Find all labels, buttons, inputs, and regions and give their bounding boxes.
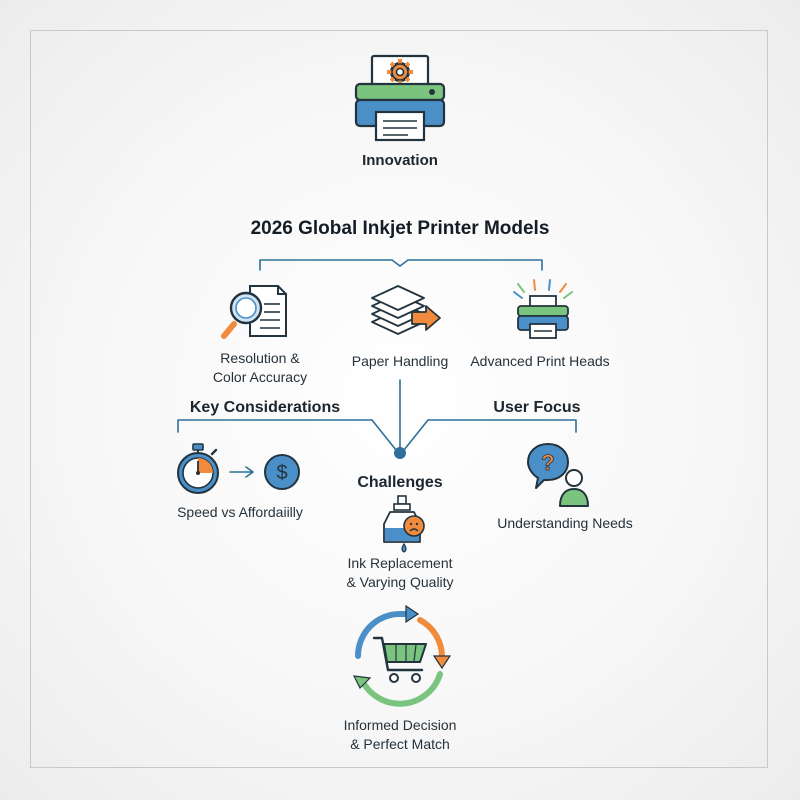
magnifier-document-icon	[221, 285, 287, 339]
ink-drop-sad-icon	[383, 495, 425, 553]
heading-user-focus: User Focus	[493, 399, 581, 416]
dollar-coin-icon: $	[264, 454, 300, 490]
junction-dot	[394, 447, 406, 459]
printer-sparks-icon	[513, 279, 573, 339]
stopwatch-icon	[177, 443, 219, 494]
feature-bracket	[259, 259, 543, 271]
question-person-icon: ?	[527, 443, 589, 507]
label-ink-replacement: Ink Replacement & Varying Quality	[346, 555, 454, 590]
heading-key-considerations: Key Considerations	[189, 399, 341, 416]
paper-stack-arrow-icon	[371, 285, 441, 335]
label-speed-vs-affordability: Speed vs Affordaiilly	[177, 504, 303, 520]
cart-cycle-icon	[352, 604, 452, 707]
printer-gear-icon	[354, 54, 446, 142]
label-informed-decision: Informed Decision & Perfect Match	[343, 717, 457, 752]
feature-label-printheads: Advanced Print Heads	[470, 353, 610, 369]
diagram-title: 2026 Global Inkjet Printer Models	[250, 218, 550, 239]
innovation-label: Innovation	[362, 152, 438, 169]
svg-text:$: $	[276, 462, 287, 484]
diagram-frame	[30, 30, 768, 768]
left-arrow-head	[245, 466, 254, 478]
heading-challenges: Challenges	[357, 474, 443, 491]
right-branch	[403, 419, 577, 451]
label-understanding-needs: Understanding Needs	[497, 515, 633, 531]
feature-label-resolution: Resolution & Color Accuracy	[212, 350, 308, 385]
feature-label-paper: Paper Handling	[351, 353, 449, 369]
svg-text:?: ?	[541, 450, 554, 475]
left-branch	[177, 419, 397, 451]
